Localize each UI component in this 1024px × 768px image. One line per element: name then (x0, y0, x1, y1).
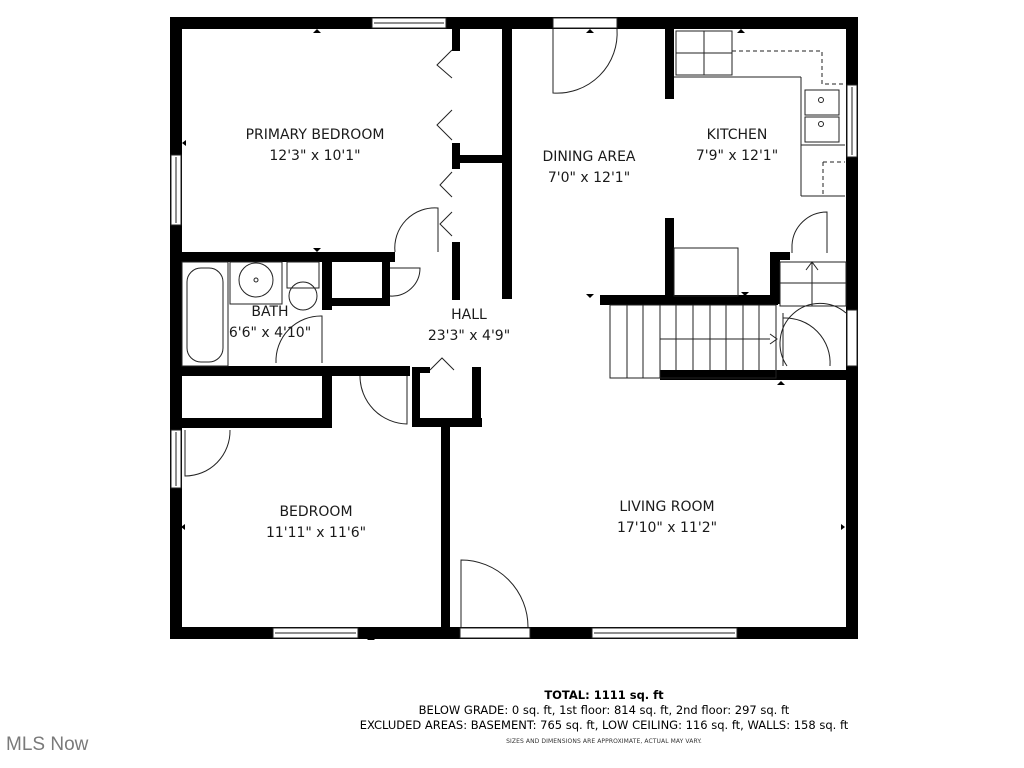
floor-plan (170, 17, 858, 640)
interior-walls (170, 29, 858, 630)
room-dimensions: 11'11" x 11'6" (265, 525, 367, 541)
room-dimensions: 17'10" x 11'2" (616, 520, 718, 536)
kitchen-fixtures (552, 28, 845, 297)
room-kitchen: KITCHEN 7'9" x 12'1" (696, 125, 778, 167)
disclaimer: SIZES AND DIMENSIONS ARE APPROXIMATE, AC… (506, 738, 702, 745)
room-name: LIVING ROOM (619, 499, 715, 515)
room-dimensions: 7'9" x 12'1" (695, 148, 779, 164)
stairs (609, 261, 847, 379)
room-name: HALL (451, 307, 487, 323)
room-name: PRIMARY BEDROOM (245, 127, 385, 143)
room-name: DINING AREA (542, 149, 636, 165)
room-dimensions: 7'0" x 12'1" (547, 170, 631, 186)
room-bath: BATH 6'6" x 4'10" (229, 302, 311, 344)
dimension-markers (181, 29, 845, 640)
windows (170, 17, 858, 639)
excluded-areas: EXCLUDED AREAS: BASEMENT: 765 sq. ft, LO… (359, 718, 849, 732)
room-bedroom: BEDROOM 11'11" x 11'6" (266, 502, 366, 544)
room-primary-bedroom: PRIMARY BEDROOM 12'3" x 10'1" (246, 125, 385, 167)
room-name: BEDROOM (279, 504, 353, 520)
room-dimensions: 23'3" x 4'9" (427, 328, 511, 344)
total-area: TOTAL: 1111 sq. ft (544, 688, 664, 702)
area-summary: TOTAL: 1111 sq. ft BELOW GRADE: 0 sq. ft… (360, 688, 849, 745)
room-dimensions: 6'6" x 4'10" (228, 325, 312, 341)
room-hall: HALL 23'3" x 4'9" (428, 305, 510, 347)
room-living-room: LIVING ROOM 17'10" x 11'2" (617, 497, 717, 539)
bath-fixtures (181, 261, 323, 367)
room-name: KITCHEN (706, 127, 768, 143)
grade-breakdown: BELOW GRADE: 0 sq. ft, 1st floor: 814 sq… (418, 703, 790, 717)
mls-now-watermark: MLS Now (6, 734, 89, 755)
room-dining-area: DINING AREA 7'0" x 12'1" (542, 147, 635, 189)
room-dimensions: 12'3" x 10'1" (269, 148, 361, 164)
room-name: BATH (251, 304, 289, 320)
doors (184, 49, 529, 628)
